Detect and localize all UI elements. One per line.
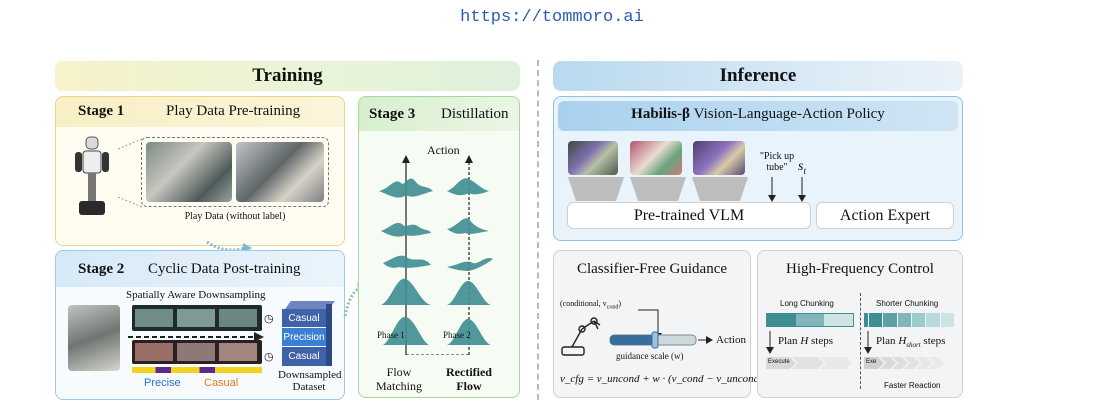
cfg-panel: Classifier-Free Guidance (conditional, v…	[553, 250, 763, 398]
block-casual-top: Casual	[282, 309, 326, 328]
plan-h-label: Plan H steps	[778, 335, 834, 347]
hfc-divider	[860, 293, 861, 389]
action-expert-box: Action Expert	[816, 202, 954, 229]
execute-track-short	[864, 357, 944, 369]
stage1-title: Play Data Pre-training	[166, 103, 301, 119]
cfg-title: Classifier-Free Guidance	[576, 261, 728, 277]
play-data-photo-2	[236, 142, 324, 202]
stage1-panel: Stage 1 Play Data Pre-training Play Data…	[55, 96, 345, 246]
stage3-title: Distillation	[441, 106, 509, 122]
long-chunk-bar	[766, 313, 854, 327]
downsampling-label: Spatially Aware Downsampling	[126, 289, 266, 301]
cfg-action-label: Action	[716, 334, 746, 346]
stage3-panel: Stage 3 Distillation Action Phase 1 Phas…	[358, 96, 520, 398]
dataset-label: Downsampled Dataset	[278, 369, 342, 393]
phase1-label: Phase 1	[377, 330, 405, 340]
play-data-caption: Play Data (without label)	[184, 211, 286, 222]
dataset-cube: Casual Precision Casual	[282, 301, 335, 367]
distillation-flow-plot	[379, 155, 493, 355]
exe-label: Exe	[866, 359, 877, 365]
plan-hshort-label: Plan Hshort steps	[876, 335, 946, 350]
short-chunk-bar	[864, 313, 954, 327]
input-arrows	[768, 177, 806, 202]
execute-label: Execute	[768, 359, 790, 365]
film-strip-top	[132, 305, 262, 331]
action-label: Action	[427, 143, 460, 157]
hfc-panel: High-Frequency Control Long Chunking Sho…	[757, 250, 963, 398]
camera-image-2	[630, 141, 682, 175]
dashed-arrow	[128, 332, 264, 342]
block-precision: Precision	[282, 328, 326, 347]
url-text[interactable]: https://tommoro.ai	[460, 8, 644, 27]
training-header: Training	[55, 61, 520, 91]
execute-track-long	[766, 357, 852, 369]
stage3-label: Stage 3	[369, 106, 416, 122]
clock-icon: ◷	[264, 313, 274, 325]
training-title: Training	[252, 65, 323, 86]
stage2-label: Stage 2	[78, 261, 125, 277]
policy-header	[558, 101, 958, 131]
camera-image-1	[568, 141, 618, 175]
state-symbol: st	[798, 159, 806, 176]
clock-icon: ◷	[264, 351, 274, 363]
play-data-photo-1	[146, 142, 232, 202]
section-divider	[537, 60, 539, 400]
guidance-scale-label: guidance scale (w)	[616, 351, 684, 361]
stage1-label: Stage 1	[78, 103, 125, 119]
legend-precise: Precise	[144, 377, 181, 389]
policy-subtitle: Vision-Language-Action Policy	[689, 106, 885, 122]
faster-reaction-label: Faster Reaction	[884, 381, 941, 390]
stage2-title: Cyclic Data Post-training	[148, 261, 301, 277]
hfc-title: High-Frequency Control	[786, 261, 934, 277]
precision-bar	[132, 367, 262, 373]
stage1-header	[56, 97, 344, 127]
cfg-conditional-label: (conditional, vcond)	[560, 299, 621, 311]
humanoid-robot-icon	[75, 136, 109, 215]
stage3-header	[359, 97, 519, 131]
camera-image-3	[693, 141, 745, 175]
cfg-formula: v_cfg = v_uncond + w · (v_cond − v_uncon…	[560, 373, 763, 385]
image-encoders	[568, 177, 748, 201]
vlm-box: Pre-trained VLM	[567, 202, 811, 229]
policy-title: Habilis-β Vision-Language-Action Policy	[554, 106, 962, 123]
robot-photo	[68, 305, 120, 371]
policy-name: Habilis-β	[631, 106, 690, 122]
instruction-text: "Pick up tube"	[759, 151, 795, 173]
phase2-label: Phase 2	[443, 330, 471, 340]
zoom-lines	[117, 138, 143, 208]
stage2-panel: Stage 2 Cyclic Data Post-training Spatia…	[55, 250, 345, 400]
flow-matching-label: Flow Matching	[376, 365, 422, 393]
film-strip-bottom	[132, 340, 262, 364]
block-casual-bottom: Casual	[282, 347, 326, 366]
stage2-header	[56, 251, 344, 287]
long-arrow	[766, 331, 774, 354]
long-chunking-label: Long Chunking	[780, 299, 834, 308]
play-data-photo-frame	[141, 137, 329, 207]
rectified-flow-label: Rectified Flow	[446, 365, 492, 393]
short-arrow	[864, 331, 872, 354]
cfg-diagram	[561, 309, 713, 356]
inference-header: Inference	[553, 61, 963, 91]
inference-title: Inference	[719, 65, 797, 86]
legend-casual: Casual	[204, 377, 239, 389]
short-chunking-label: Shorter Chunking	[876, 299, 939, 308]
